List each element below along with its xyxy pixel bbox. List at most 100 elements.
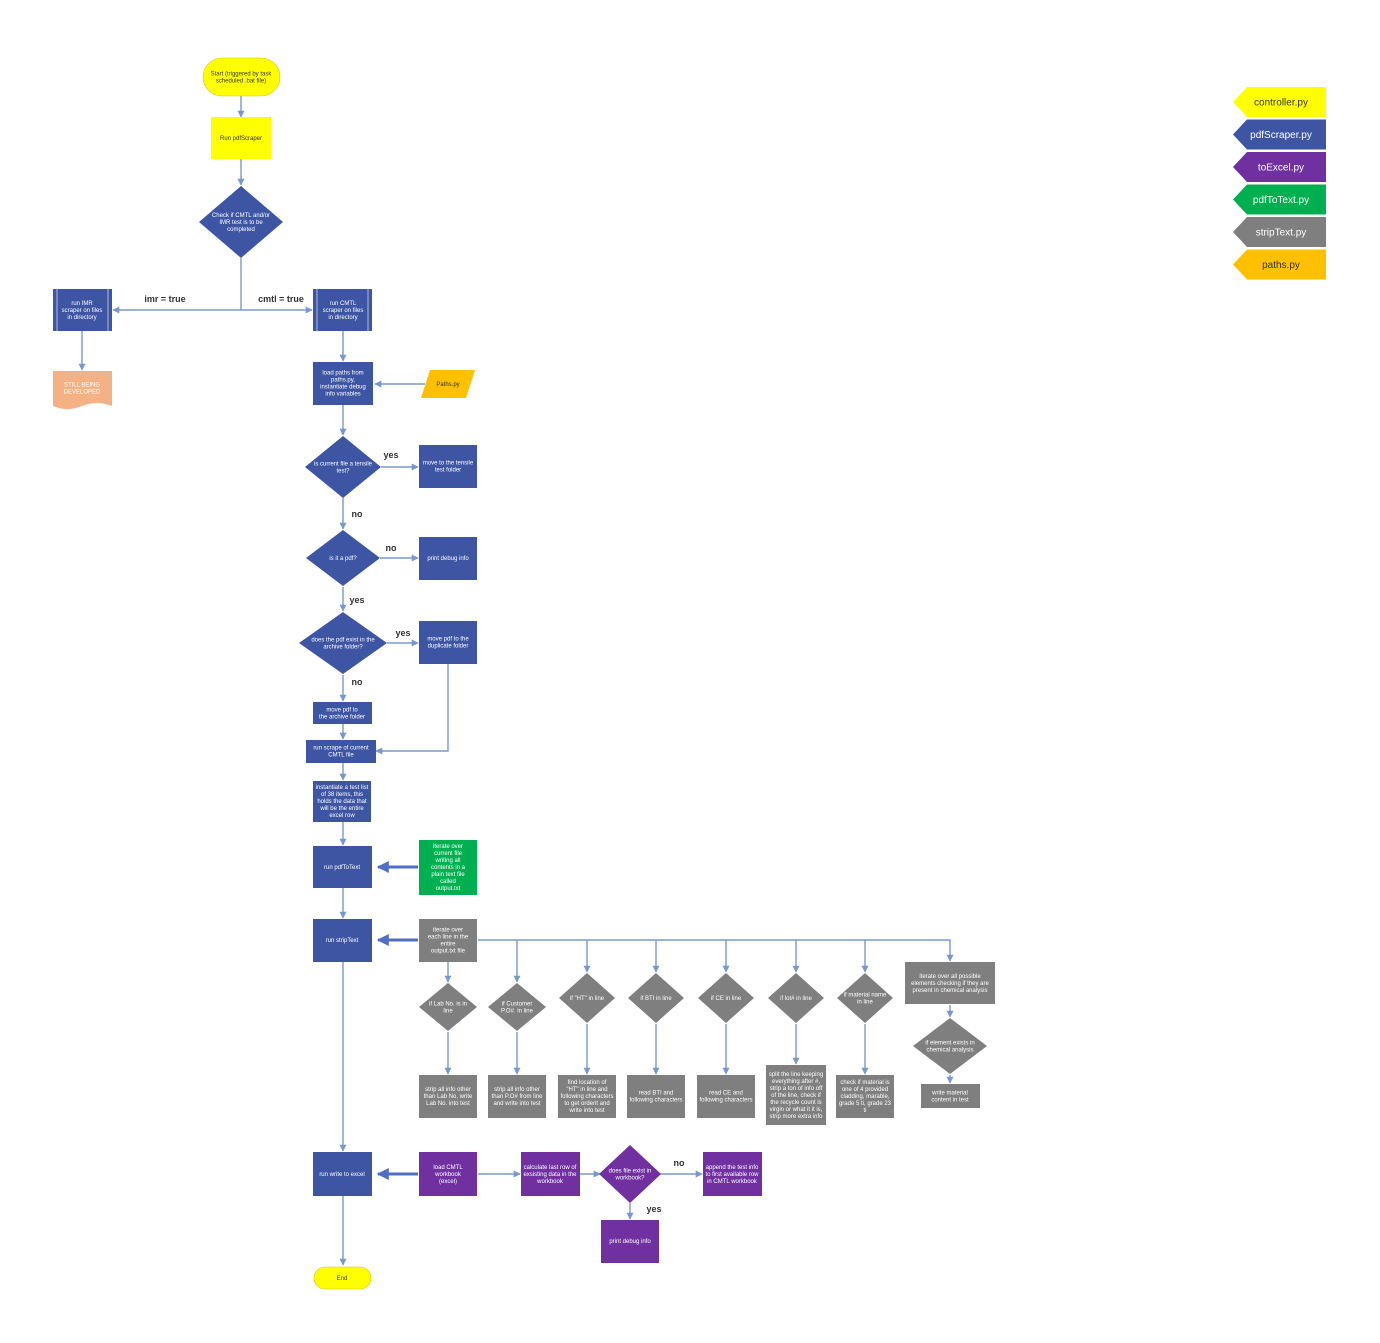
node-text-line: iterate over — [433, 928, 463, 934]
node-text-line: does file exist in — [609, 1169, 652, 1175]
node-text-line: run stripText — [326, 938, 359, 944]
node-text-line: chemical analysis — [926, 1048, 973, 1054]
node-text-line: everything after #, — [772, 1079, 820, 1085]
node-run-pdfscraper: Run pdfScraper — [211, 117, 271, 159]
node-text-line: Run pdfScraper — [220, 136, 262, 142]
legend-swatch — [1233, 119, 1326, 150]
node-text-line: following characters — [629, 1098, 682, 1104]
legend-label: paths.py — [1262, 260, 1300, 271]
legend-swatch — [1233, 87, 1326, 117]
node-text-line: than P.O# from line — [492, 1094, 544, 1100]
node-text-line: archive folder? — [323, 645, 363, 651]
node-text-line: if BTI in line — [640, 996, 672, 1002]
node-text-line: output.txt file — [431, 949, 466, 955]
edge-duplicate-to-scrape — [375, 664, 449, 755]
node-text-line: info variables — [325, 392, 360, 398]
node-text-line: following characters — [560, 1094, 613, 1100]
node-text-line: DEVELOPED — [64, 390, 101, 396]
node-text-line: if Customer — [502, 1002, 533, 1008]
node-text-line: read CE and — [709, 1091, 743, 1097]
label-excel-no: no — [674, 1158, 685, 1168]
node-text-line: output.txt — [436, 886, 461, 892]
node-text-line: check if material is — [840, 1080, 889, 1086]
node-text-line: workbook? — [614, 1176, 645, 1182]
node-text-line: if "HT" in line — [570, 996, 605, 1002]
node-text-line: CMTL file — [328, 753, 354, 759]
node-text-line: strip all info other — [425, 1087, 471, 1093]
node-text-line: "HT" in line and — [566, 1087, 607, 1093]
node-text-line: move pdf to the — [427, 637, 469, 643]
node-text-line: than Lab No, write — [424, 1094, 473, 1100]
node-end: End — [313, 1266, 372, 1290]
node-text-line: find location of — [568, 1080, 607, 1086]
node-text-line: STILL BEING — [64, 383, 100, 389]
node-text-line: P.O#. in line — [501, 1009, 534, 1015]
node-text-line: holds the data that — [317, 799, 367, 805]
node-run-striptext: run stripText — [313, 919, 372, 962]
label-cmtl-true: cmtl = true — [258, 294, 304, 304]
node-text-line: Check if CMTL and/or — [212, 213, 270, 219]
node-text-line: run scrape of current — [313, 746, 369, 752]
legend-item: pdfToText.py — [1233, 184, 1326, 215]
node-text-line: in CMTL workbook — [707, 1179, 758, 1185]
node-text-line: strip more extra info — [769, 1114, 823, 1120]
node-text-line: current file — [434, 851, 463, 857]
node-text-line: in line — [857, 1000, 873, 1006]
node-text-line: append the test info — [706, 1165, 759, 1171]
legend-label: toExcel.py — [1258, 163, 1304, 174]
node-run-striptext-text: run stripText — [326, 938, 359, 944]
node-text-line: virgin or what it it is, — [770, 1107, 823, 1113]
node-text-line: strip a ton of info off — [770, 1086, 823, 1092]
node-text-line: cladding, marable, — [840, 1094, 889, 1100]
node-text-line: print debug info — [427, 556, 469, 562]
node-text-line: of 38 items, this — [321, 792, 363, 798]
node-is-pdf: is it a pdf? — [306, 530, 380, 586]
node-run-pdfscraper-text: Run pdfScraper — [220, 136, 262, 142]
legend-label: controller.py — [1254, 98, 1308, 109]
node-run-pdftotext: run pdfToText — [313, 846, 372, 888]
edge-labels: imr = true cmtl = true yes no no yes yes… — [144, 294, 685, 1214]
node-text-line: paths.py, — [331, 378, 355, 384]
node-text-line: called — [440, 879, 456, 885]
label-pdf-yes: yes — [349, 595, 364, 605]
node-text-line: present in chemical analysis — [912, 988, 987, 994]
node-check-ce-text: if CE in line — [711, 996, 742, 1002]
node-text-line: End — [337, 1276, 348, 1282]
node-check-bti: if BTI in line — [628, 973, 684, 1023]
node-text-line: writing all — [434, 858, 460, 864]
node-text-line: load CMTL — [433, 1165, 463, 1171]
node-text-line: run IMR — [71, 301, 93, 307]
node-text-line: the archive folder — [319, 715, 365, 721]
label-imr-true: imr = true — [144, 294, 185, 304]
node-text-line: following characters — [699, 1098, 752, 1104]
